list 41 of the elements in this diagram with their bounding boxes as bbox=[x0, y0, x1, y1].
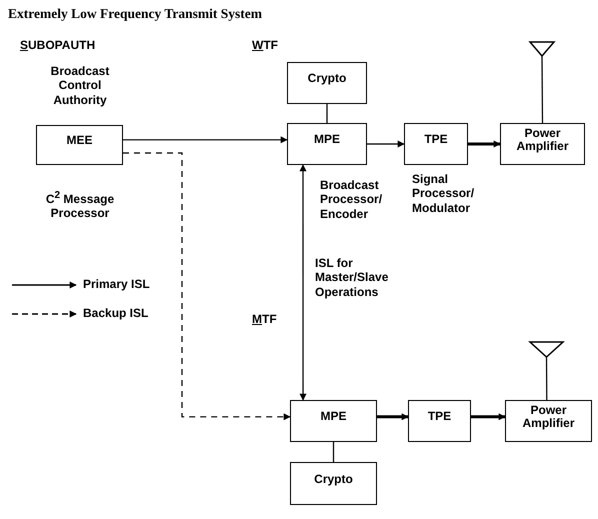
box-label: TPE bbox=[428, 410, 452, 424]
box-label: MPE bbox=[320, 410, 346, 424]
arrow bbox=[468, 140, 501, 148]
node-caption: C$^{2}$ Message Processor bbox=[44, 190, 116, 221]
legend-label: Backup ISL bbox=[83, 306, 148, 320]
box-label: TPE bbox=[424, 133, 448, 147]
process-box bbox=[500, 123, 585, 165]
site-label: WTF bbox=[252, 38, 278, 52]
arrow bbox=[123, 152, 291, 420]
box-label: Crypto bbox=[308, 72, 346, 86]
process-box bbox=[287, 62, 367, 104]
connector-line bbox=[541, 56, 544, 123]
antenna-symbol bbox=[528, 341, 565, 358]
process-box bbox=[404, 123, 468, 165]
box-label: Power Amplifier bbox=[521, 404, 576, 430]
arrow bbox=[471, 413, 506, 420]
process-box bbox=[287, 123, 367, 165]
connector-line bbox=[326, 104, 328, 123]
node-caption: Broadcast Control Authority bbox=[50, 64, 110, 108]
antenna-symbol bbox=[528, 41, 556, 58]
legend-label: Primary ISL bbox=[83, 277, 150, 291]
arrow bbox=[123, 136, 288, 144]
box-label: MEE bbox=[66, 134, 92, 148]
arrow bbox=[300, 164, 307, 401]
process-box bbox=[505, 400, 592, 442]
process-box bbox=[290, 462, 377, 505]
process-box bbox=[408, 400, 471, 442]
arrow bbox=[367, 140, 405, 148]
process-box bbox=[290, 400, 377, 442]
box-label: Crypto bbox=[314, 472, 353, 486]
process-box bbox=[36, 125, 123, 165]
box-label: MPE bbox=[314, 133, 340, 147]
connector-line bbox=[546, 357, 548, 400]
site-label: MTF bbox=[252, 312, 277, 326]
box-label: Power Amplifier bbox=[515, 126, 570, 154]
node-caption: Broadcast Processor/ Encoder bbox=[320, 178, 384, 222]
diagram-title: Extremely Low Frequency Transmit System bbox=[8, 6, 262, 22]
connector-line bbox=[332, 442, 334, 462]
node-caption: Signal Processor/ Modulator bbox=[412, 172, 476, 216]
arrow bbox=[377, 413, 409, 420]
site-label: SUBOPAUTH bbox=[20, 38, 96, 52]
